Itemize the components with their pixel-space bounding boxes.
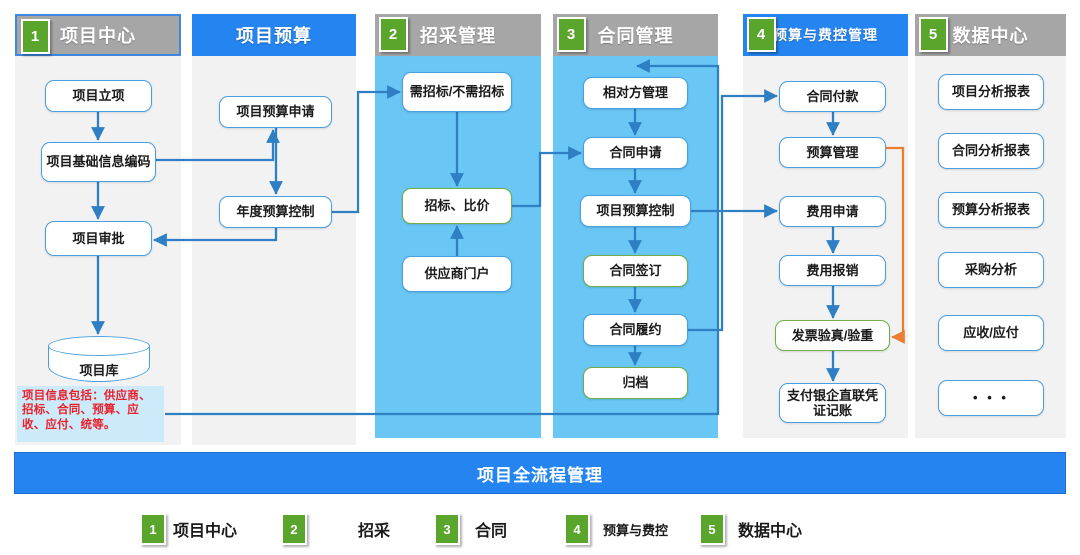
node-archiving[interactable]: 归档 bbox=[583, 367, 688, 399]
node-annual-budget-control[interactable]: 年度预算控制 bbox=[219, 196, 332, 228]
column-badge-5: 5 bbox=[919, 17, 948, 52]
node-receivable-payable[interactable]: 应收/应付 bbox=[938, 315, 1044, 351]
node-project-initiation[interactable]: 项目立项 bbox=[45, 80, 152, 112]
node-label: 项目分析报表 bbox=[951, 84, 1030, 100]
column-title-project-budget: 项目预算 bbox=[236, 26, 312, 46]
column-body-budget-expense-control bbox=[743, 56, 908, 438]
column-title-data-center: 数据中心 bbox=[952, 26, 1029, 46]
node-project-approval[interactable]: 项目审批 bbox=[45, 221, 152, 256]
node-budget-management[interactable]: 预算管理 bbox=[779, 137, 886, 168]
legend-item-1: 1 项目中心 bbox=[140, 513, 237, 545]
legend-badge-1: 1 bbox=[140, 513, 166, 545]
column-title-contract-management: 合同管理 bbox=[597, 26, 674, 46]
node-label: 应收/应付 bbox=[963, 325, 1019, 341]
legend-badge-2: 2 bbox=[281, 513, 307, 545]
note-text: 项目信息包括：供应商、招标、合同、预算、应收、应付、统等。 bbox=[22, 390, 151, 431]
column-header-data-center: 5 数据中心 bbox=[915, 14, 1066, 56]
node-contract-performance[interactable]: 合同履约 bbox=[583, 314, 688, 346]
node-label: 相对方管理 bbox=[602, 85, 668, 101]
legend-label-3: 合同 bbox=[475, 523, 508, 540]
legend-label-4: 预算与费控 bbox=[603, 522, 669, 538]
legend-item-5: 5 数据中心 bbox=[699, 513, 802, 545]
column-header-budget-expense-control: 4 预算与费控管理 bbox=[743, 14, 908, 56]
node-label: 项目预算申请 bbox=[236, 104, 315, 120]
node-label: • • • bbox=[973, 390, 1009, 406]
node-label: 年度预算控制 bbox=[236, 204, 315, 220]
legend-badge-3: 3 bbox=[434, 513, 460, 545]
node-label: 支付银企直联凭证记账 bbox=[786, 387, 878, 418]
legend-item-4: 4 预算与费控 bbox=[564, 513, 668, 545]
node-expense-reimbursement[interactable]: 费用报销 bbox=[779, 255, 886, 286]
column-header-contract-management: 3 合同管理 bbox=[553, 14, 718, 56]
column-body-bidding-procurement bbox=[375, 56, 541, 438]
column-data-center: 5 数据中心 bbox=[915, 14, 1066, 438]
node-label: 合同分析报表 bbox=[951, 143, 1030, 159]
node-project-repository[interactable]: 项目库 bbox=[48, 336, 150, 382]
node-label: 归档 bbox=[622, 375, 649, 391]
node-contract-analysis-report[interactable]: 合同分析报表 bbox=[938, 133, 1044, 169]
node-label: 预算管理 bbox=[806, 144, 859, 160]
node-budget-analysis-report[interactable]: 预算分析报表 bbox=[938, 192, 1044, 228]
banner-label: 项目全流程管理 bbox=[477, 465, 603, 485]
legend-label-5: 数据中心 bbox=[738, 523, 803, 540]
node-label: 项目库 bbox=[79, 362, 119, 378]
column-badge-4: 4 bbox=[747, 17, 776, 52]
node-contract-payment[interactable]: 合同付款 bbox=[779, 81, 886, 112]
column-header-project-center: 1 项目中心 bbox=[15, 14, 181, 56]
node-label: 项目基础信息编码 bbox=[46, 154, 151, 170]
node-label: 发票验真/验重 bbox=[791, 327, 874, 343]
legend-item-3: 3 合同 bbox=[434, 513, 507, 545]
node-more-reports[interactable]: • • • bbox=[938, 380, 1044, 416]
node-bidding-price-comparison[interactable]: 招标、比价 bbox=[402, 188, 512, 224]
node-project-base-info-coding[interactable]: 项目基础信息编码 bbox=[41, 142, 156, 182]
column-header-bidding-procurement: 2 招采管理 bbox=[375, 14, 541, 56]
note-project-info-scope: 项目信息包括：供应商、招标、合同、预算、应收、应付、统等。 bbox=[17, 386, 164, 442]
column-title-bidding-procurement: 招采管理 bbox=[420, 26, 496, 46]
node-need-bidding-or-not[interactable]: 需招标/不需招标 bbox=[402, 72, 512, 112]
node-label: 合同申请 bbox=[609, 145, 662, 161]
legend-label-2: 招采 bbox=[358, 523, 391, 540]
node-project-budget-control[interactable]: 项目预算控制 bbox=[580, 195, 691, 227]
node-contract-request[interactable]: 合同申请 bbox=[583, 137, 688, 169]
node-label: 费用报销 bbox=[806, 262, 859, 278]
node-project-analysis-report[interactable]: 项目分析报表 bbox=[938, 74, 1044, 110]
node-label: 合同签订 bbox=[609, 263, 662, 279]
node-label: 采购分析 bbox=[964, 262, 1017, 278]
node-bank-direct-payment-voucher[interactable]: 支付银企直联凭证记账 bbox=[779, 383, 886, 423]
node-label: 项目审批 bbox=[72, 230, 125, 246]
legend-badge-5: 5 bbox=[699, 513, 725, 545]
cylinder-cap bbox=[48, 336, 150, 356]
node-label: 供应商门户 bbox=[424, 266, 490, 282]
column-title-budget-expense-control: 预算与费控管理 bbox=[773, 27, 878, 43]
node-label: 费用申请 bbox=[806, 203, 859, 219]
node-expense-request[interactable]: 费用申请 bbox=[779, 196, 886, 227]
node-label: 项目预算控制 bbox=[596, 203, 675, 219]
legend-badge-4: 4 bbox=[564, 513, 590, 545]
node-invoice-verification[interactable]: 发票验真/验重 bbox=[775, 320, 890, 351]
column-badge-1: 1 bbox=[21, 19, 50, 54]
node-counterparty-management[interactable]: 相对方管理 bbox=[583, 77, 688, 109]
column-badge-3: 3 bbox=[557, 17, 586, 52]
column-header-project-budget: 项目预算 bbox=[192, 14, 356, 56]
node-label: 项目立项 bbox=[72, 88, 125, 104]
node-contract-signing[interactable]: 合同签订 bbox=[583, 255, 688, 287]
node-label: 合同履约 bbox=[609, 322, 662, 338]
node-label: 招标、比价 bbox=[424, 198, 490, 214]
legend: 1 项目中心 2 招采 3 合同 4 预算与费控 5 数据中心 bbox=[0, 505, 1080, 550]
node-procurement-analysis[interactable]: 采购分析 bbox=[938, 252, 1044, 288]
node-label: 需招标/不需招标 bbox=[409, 84, 505, 100]
column-badge-2: 2 bbox=[379, 17, 408, 52]
node-label: 预算分析报表 bbox=[951, 202, 1030, 218]
bottom-banner: 项目全流程管理 bbox=[14, 452, 1066, 494]
legend-item-2: 2 招采 bbox=[281, 513, 390, 545]
node-label: 合同付款 bbox=[806, 88, 859, 104]
node-supplier-portal[interactable]: 供应商门户 bbox=[402, 256, 512, 292]
column-project-budget: 项目预算 bbox=[192, 14, 356, 445]
column-title-project-center: 项目中心 bbox=[60, 26, 136, 46]
node-project-budget-request[interactable]: 项目预算申请 bbox=[219, 96, 332, 128]
legend-label-1: 项目中心 bbox=[173, 523, 238, 540]
column-body-data-center bbox=[915, 56, 1066, 438]
